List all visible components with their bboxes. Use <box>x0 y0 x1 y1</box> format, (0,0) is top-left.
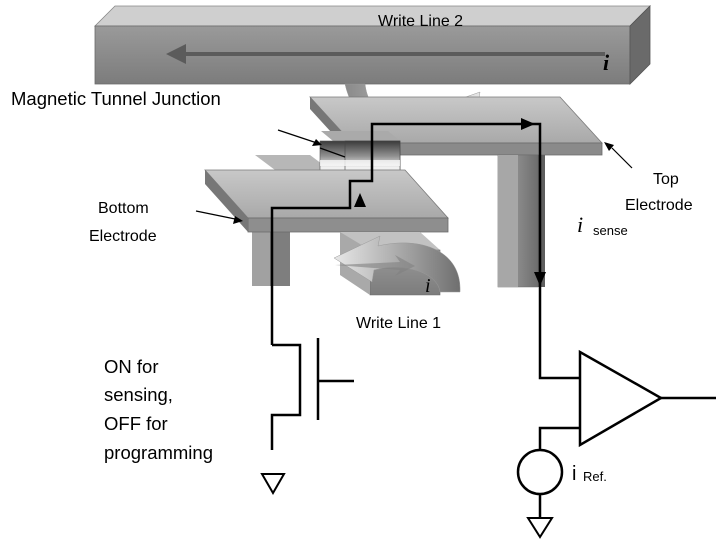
write-line-2-label: Write Line 2 <box>378 13 463 30</box>
transistor-note-line4: programming <box>104 442 213 463</box>
write-line-2-beam: Write Line 2 i <box>94 5 651 85</box>
current-arrowhead-mtj <box>354 193 366 207</box>
top-electrode-label-line1: Top <box>653 171 679 188</box>
sense-amplifier <box>538 286 716 450</box>
write-line-2-current-symbol: i <box>603 50 610 75</box>
current-arrowhead-top <box>521 118 535 130</box>
reference-current-subscript: Ref. <box>583 469 607 484</box>
sense-current-subscript: sense <box>593 223 628 238</box>
bottom-electrode-label-line1: Bottom <box>98 200 149 217</box>
write-line-1-current-symbol: i <box>425 275 431 297</box>
transistor-note-line3: OFF for <box>104 413 168 434</box>
mtj-label: Magnetic Tunnel Junction <box>11 88 221 109</box>
top-electrode-label-line2: Electrode <box>625 197 693 214</box>
sense-current-symbol: i <box>577 212 583 237</box>
transistor-note-line2: sensing, <box>104 384 173 405</box>
transistor-note-line1: ON for <box>104 356 158 377</box>
current-arrowhead-down <box>534 272 546 286</box>
reference-current-source <box>516 448 564 539</box>
access-transistor <box>270 338 354 450</box>
bottom-back-block <box>252 155 330 286</box>
label-pointers <box>195 129 633 224</box>
bottom-electrode-label-line2: Electrode <box>89 228 157 245</box>
reference-current-symbol: i <box>572 463 576 485</box>
bottom-electrode <box>204 169 449 233</box>
write-line-1-label: Write Line 1 <box>356 315 441 332</box>
transistor-ground <box>260 473 286 495</box>
